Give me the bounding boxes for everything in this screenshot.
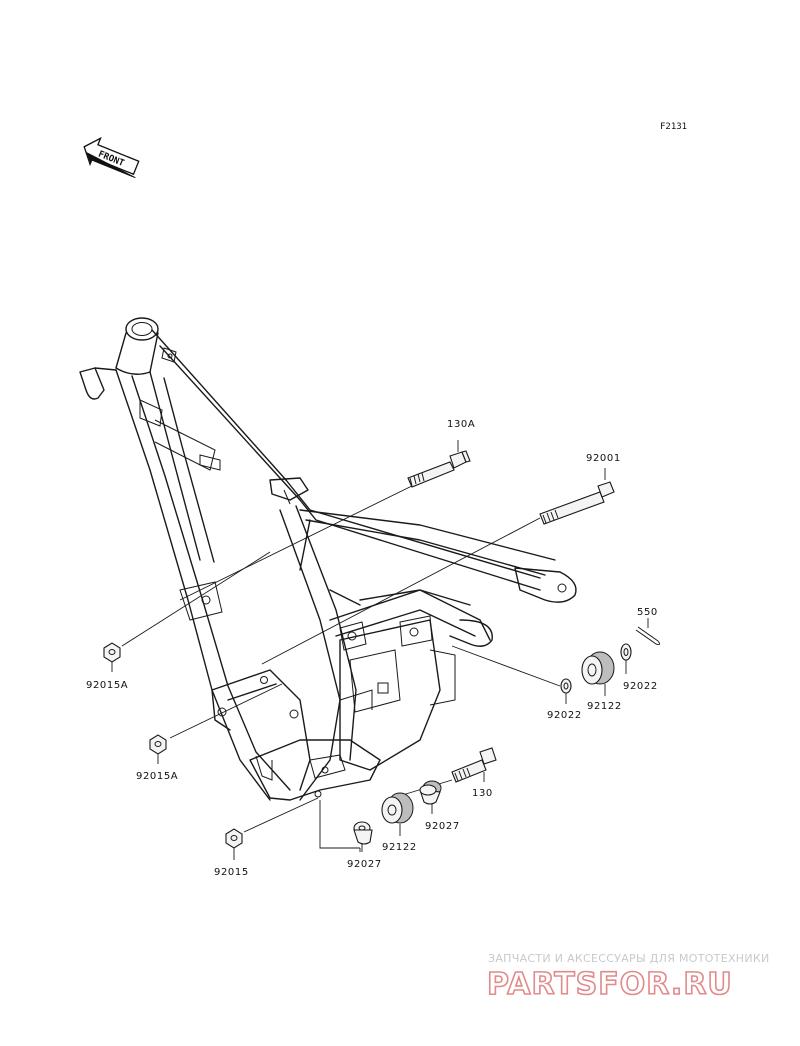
washer-92022-right: [620, 643, 632, 674]
callout-130: 130: [472, 788, 493, 799]
watermark: ЗАПЧАСТИ И АКСЕССУАРЫ ДЛЯ МОТОТЕХНИКИ PA…: [486, 952, 770, 1003]
callout-92015a-upper: 92015A: [86, 680, 128, 691]
bolt-92001: [261, 468, 615, 665]
figure-code: F2131: [660, 122, 687, 132]
bushing-92122-lower: [381, 792, 414, 836]
motorcycle-frame: [79, 317, 577, 801]
callout-92027-lower: 92027: [347, 859, 382, 870]
bolt-130a: [179, 440, 471, 601]
collar-92027-lower: [319, 800, 373, 852]
callout-92001: 92001: [586, 453, 621, 464]
washer-92022-left: [451, 645, 572, 704]
bushing-92122-right: [581, 651, 615, 696]
collar-92027-upper: [419, 780, 442, 814]
watermark-tagline: ЗАПЧАСТИ И АКСЕССУАРЫ ДЛЯ МОТОТЕХНИКИ: [488, 952, 770, 965]
callout-92022-right: 92022: [623, 681, 658, 692]
callout-92022-left: 92022: [547, 710, 582, 721]
callout-92027-upper: 92027: [425, 821, 460, 832]
callout-92122-lower: 92122: [382, 842, 417, 853]
front-arrow-icon: FRONT: [83, 136, 140, 179]
callout-92015: 92015: [214, 867, 249, 878]
callout-550: 550: [637, 607, 658, 618]
bolt-130: [385, 747, 497, 801]
callout-130a: 130A: [447, 419, 475, 430]
nut-92015a-lower: [149, 683, 283, 764]
callout-92122-right: 92122: [587, 701, 622, 712]
nut-92015: [225, 797, 319, 860]
watermark-logo: PARTSFOR.RU: [487, 967, 733, 1002]
callout-92015a-lower: 92015A: [136, 771, 178, 782]
cotter-pin-550: [635, 618, 661, 646]
nut-92015a-upper: [103, 551, 271, 672]
